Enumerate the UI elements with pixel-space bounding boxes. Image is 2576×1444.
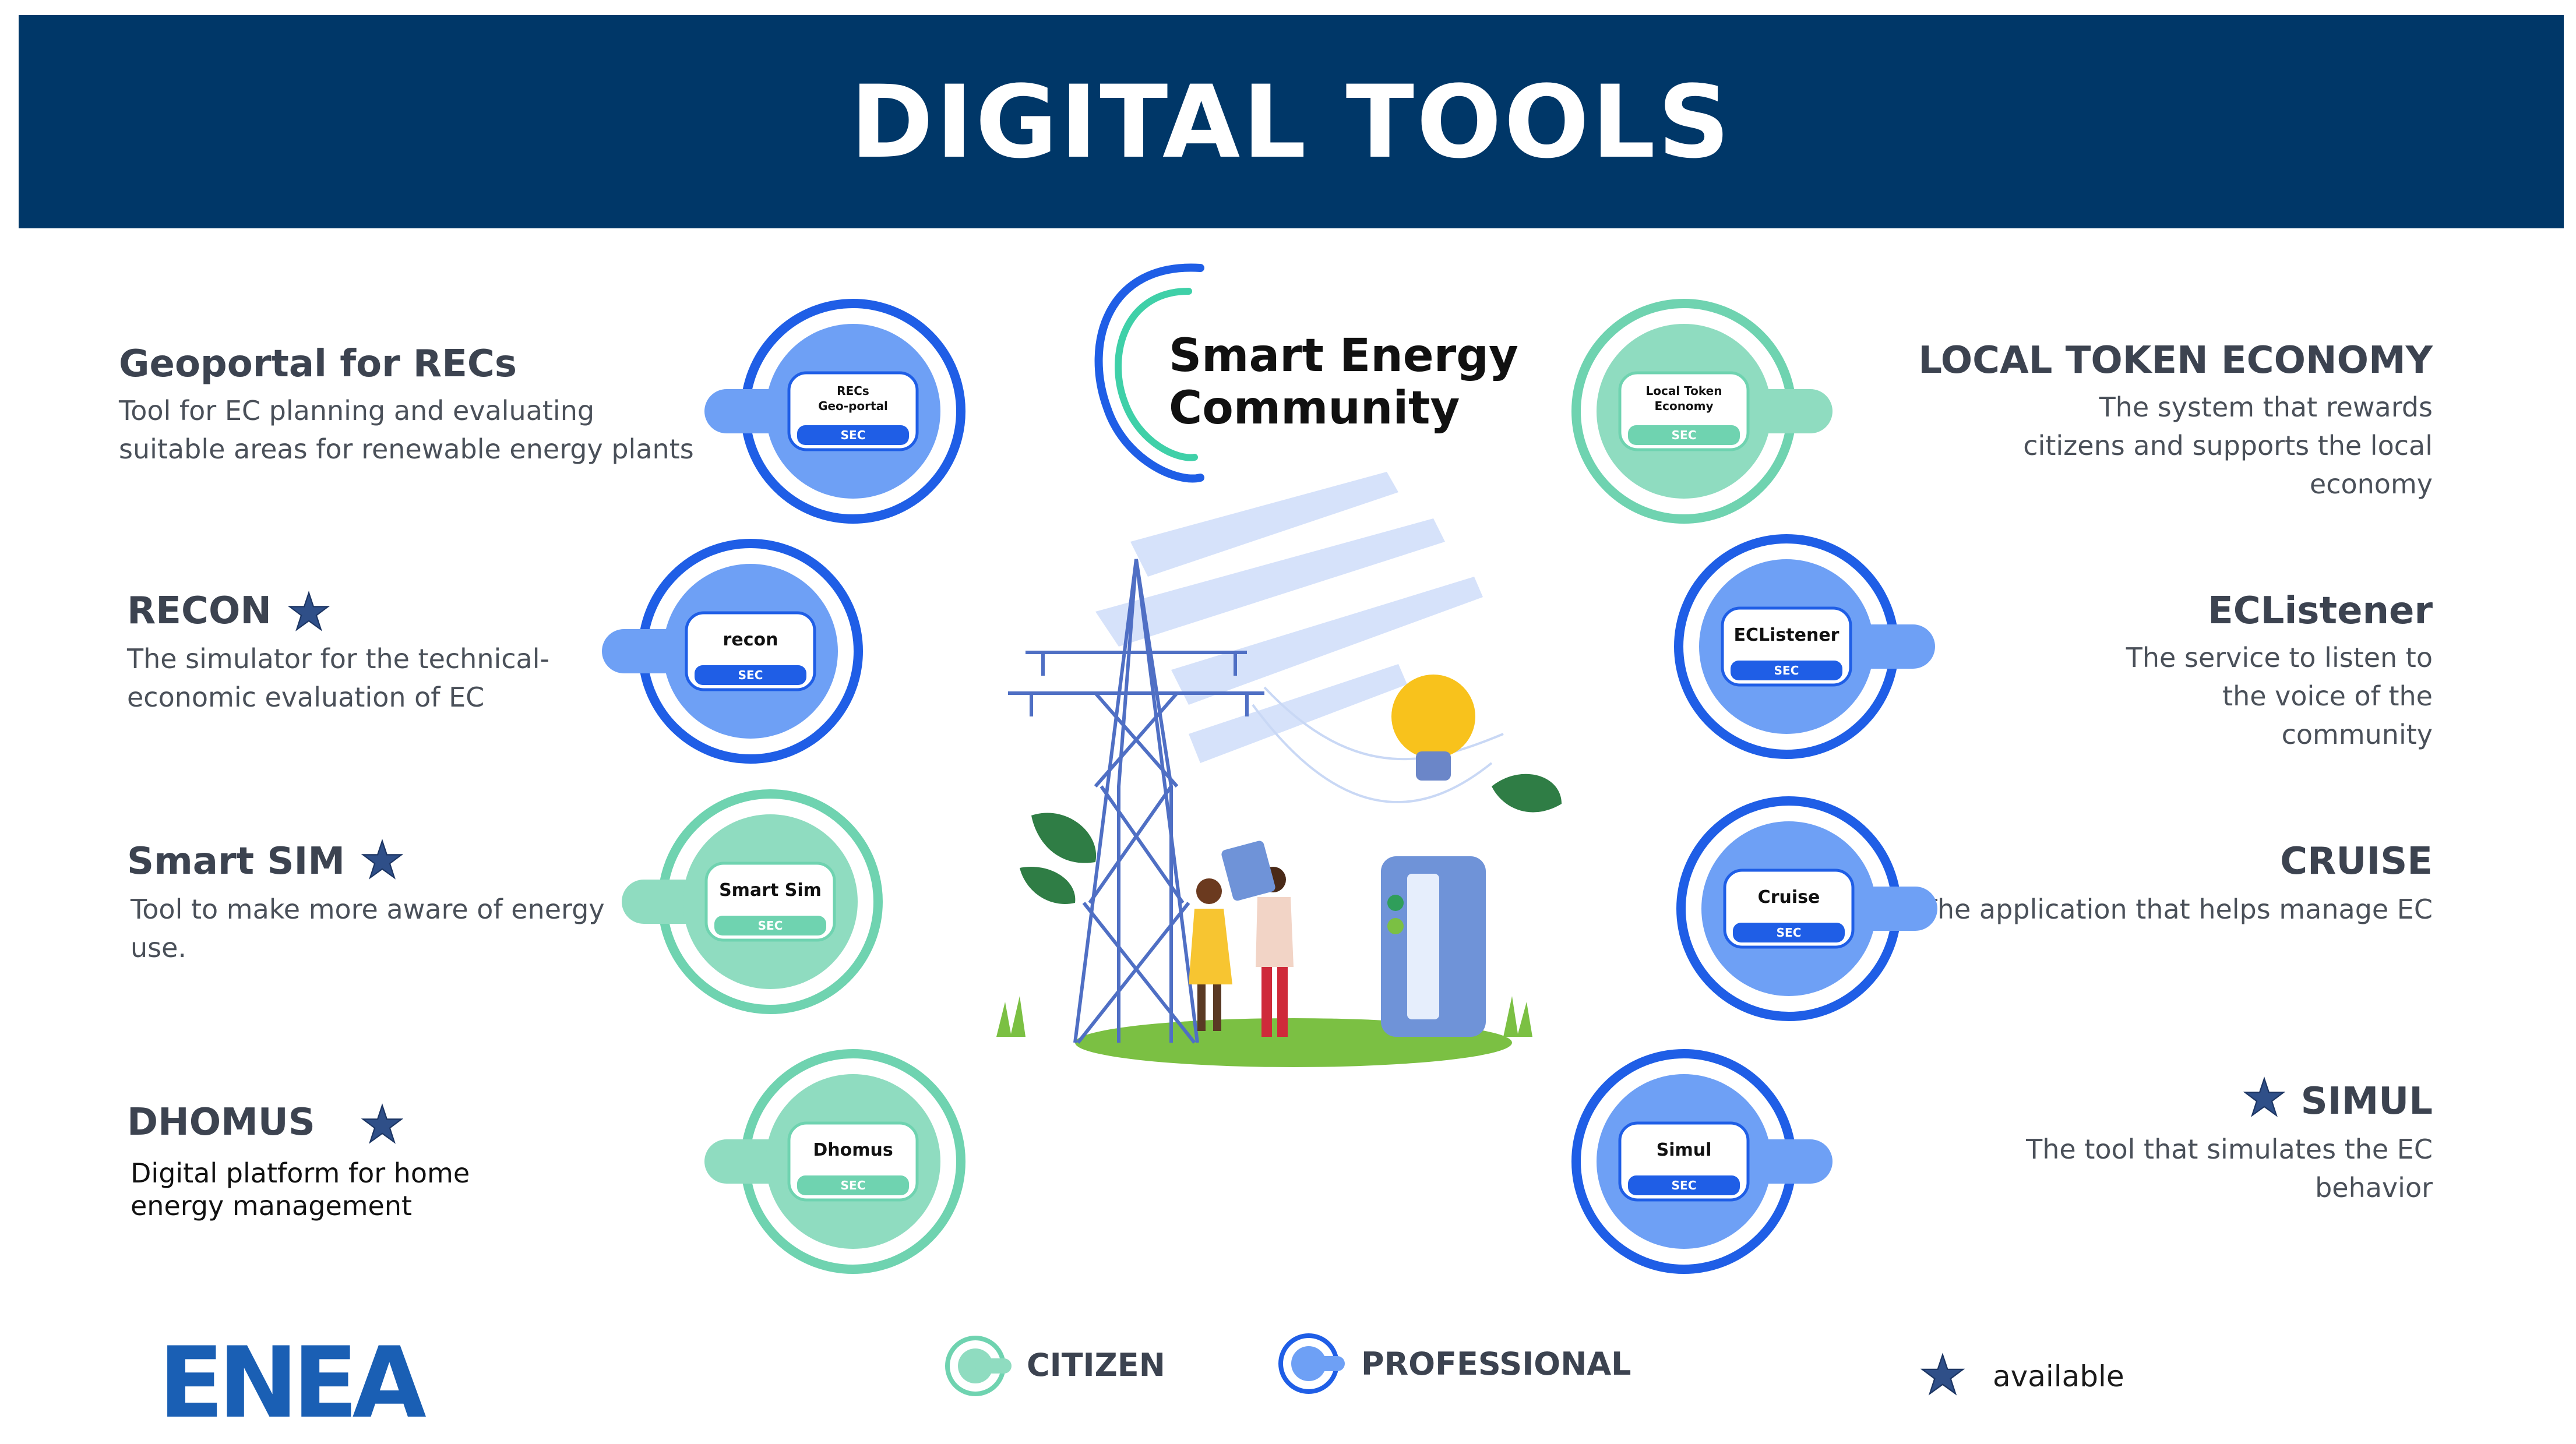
badge-label: recon bbox=[723, 630, 778, 650]
badge-sec-label: SEC bbox=[1672, 1178, 1697, 1192]
legend-professional-label: PROFESSIONAL bbox=[1361, 1346, 1631, 1382]
center-logo-line1: Smart Energy bbox=[1169, 330, 1518, 382]
badge-sec-label: SEC bbox=[1774, 663, 1799, 677]
star-icon bbox=[1920, 1353, 1965, 1396]
badge-sec-label: SEC bbox=[841, 1178, 866, 1192]
tool-description-cruise: The application that helps manage EC bbox=[1920, 894, 2433, 925]
badge-pill-footer bbox=[1628, 425, 1740, 445]
star-icon bbox=[361, 839, 403, 880]
badge-sec-label: SEC bbox=[738, 668, 763, 682]
badge-pill-footer bbox=[695, 665, 806, 685]
tool-title-simul: SIMUL bbox=[2300, 1080, 2433, 1123]
star-icon bbox=[361, 1103, 403, 1144]
legend-citizen-label: CITIZEN bbox=[1027, 1347, 1165, 1383]
badge-pill-footer bbox=[714, 916, 826, 935]
star-icon bbox=[2243, 1076, 2285, 1117]
legend-available-label: available bbox=[1993, 1360, 2124, 1393]
tool-description-eclistener: The service to listen to the voice of th… bbox=[2126, 642, 2433, 750]
badge-label: Cruise bbox=[1758, 887, 1820, 908]
page-title: DIGITAL TOOLS bbox=[850, 63, 1732, 181]
badge-sec-label: SEC bbox=[1777, 926, 1802, 940]
badge-sec-label: SEC bbox=[1672, 428, 1697, 442]
badge-pill-footer bbox=[797, 1175, 909, 1195]
tool-description-dhomus: Digital platform for home energy managem… bbox=[131, 1157, 470, 1221]
tool-title-eclistener: ECListener bbox=[2207, 589, 2433, 633]
badge-sec-label: SEC bbox=[758, 919, 783, 933]
star-icon bbox=[288, 591, 330, 631]
badge-label-line1: RECs bbox=[837, 384, 869, 398]
professional-legend-icon bbox=[1278, 1333, 1345, 1394]
tool-description-smartsim: Tool to make more aware of energy use. bbox=[131, 894, 605, 963]
header-banner: DIGITAL TOOLS bbox=[19, 15, 2564, 228]
enea-logo-text: ENEA bbox=[158, 1337, 427, 1425]
badge-label-line1: Local Token bbox=[1646, 384, 1722, 398]
tool-title-geoportal: Geoportal for RECs bbox=[119, 343, 517, 386]
energy-illustration bbox=[996, 472, 1562, 1067]
tool-description-simul: The tool that simulates the EC behavior bbox=[2026, 1134, 2433, 1203]
tool-description-recon: The simulator for the technical-economic… bbox=[127, 643, 550, 713]
center-logo-line2: Community bbox=[1169, 382, 1460, 435]
badge-pill-footer bbox=[797, 425, 909, 445]
enea-logo: ENEA bbox=[158, 1337, 427, 1425]
badge-label: Simul bbox=[1657, 1140, 1712, 1160]
badge-sec-label: SEC bbox=[841, 428, 866, 442]
badge-label-line2: Geo-portal bbox=[818, 399, 888, 413]
tool-title-dhomus: DHOMUS bbox=[127, 1101, 315, 1144]
smart-energy-community-logo bbox=[1094, 263, 1204, 483]
badge-pill-footer bbox=[1731, 661, 1842, 680]
badge-pill-footer bbox=[1628, 1175, 1740, 1195]
tool-title-recon: RECON bbox=[127, 589, 272, 633]
tool-title-smartsim: Smart SIM bbox=[127, 840, 345, 883]
tool-title-local-token-economy: LOCAL TOKEN ECONOMY bbox=[1918, 339, 2433, 382]
badge-label-line2: Economy bbox=[1654, 399, 1713, 413]
badge-label: Dhomus bbox=[813, 1140, 893, 1160]
citizen-legend-icon bbox=[945, 1336, 1012, 1396]
badge-pill-footer bbox=[1733, 923, 1845, 942]
tool-description-local-token-economy: The system that rewards citizens and sup… bbox=[2023, 391, 2433, 500]
tool-title-cruise: CRUISE bbox=[2280, 840, 2433, 883]
tool-description-geoportal: Tool for EC planning and evaluating suit… bbox=[119, 395, 694, 465]
badge-label: ECListener bbox=[1734, 625, 1840, 645]
badge-label: Smart Sim bbox=[719, 880, 822, 901]
